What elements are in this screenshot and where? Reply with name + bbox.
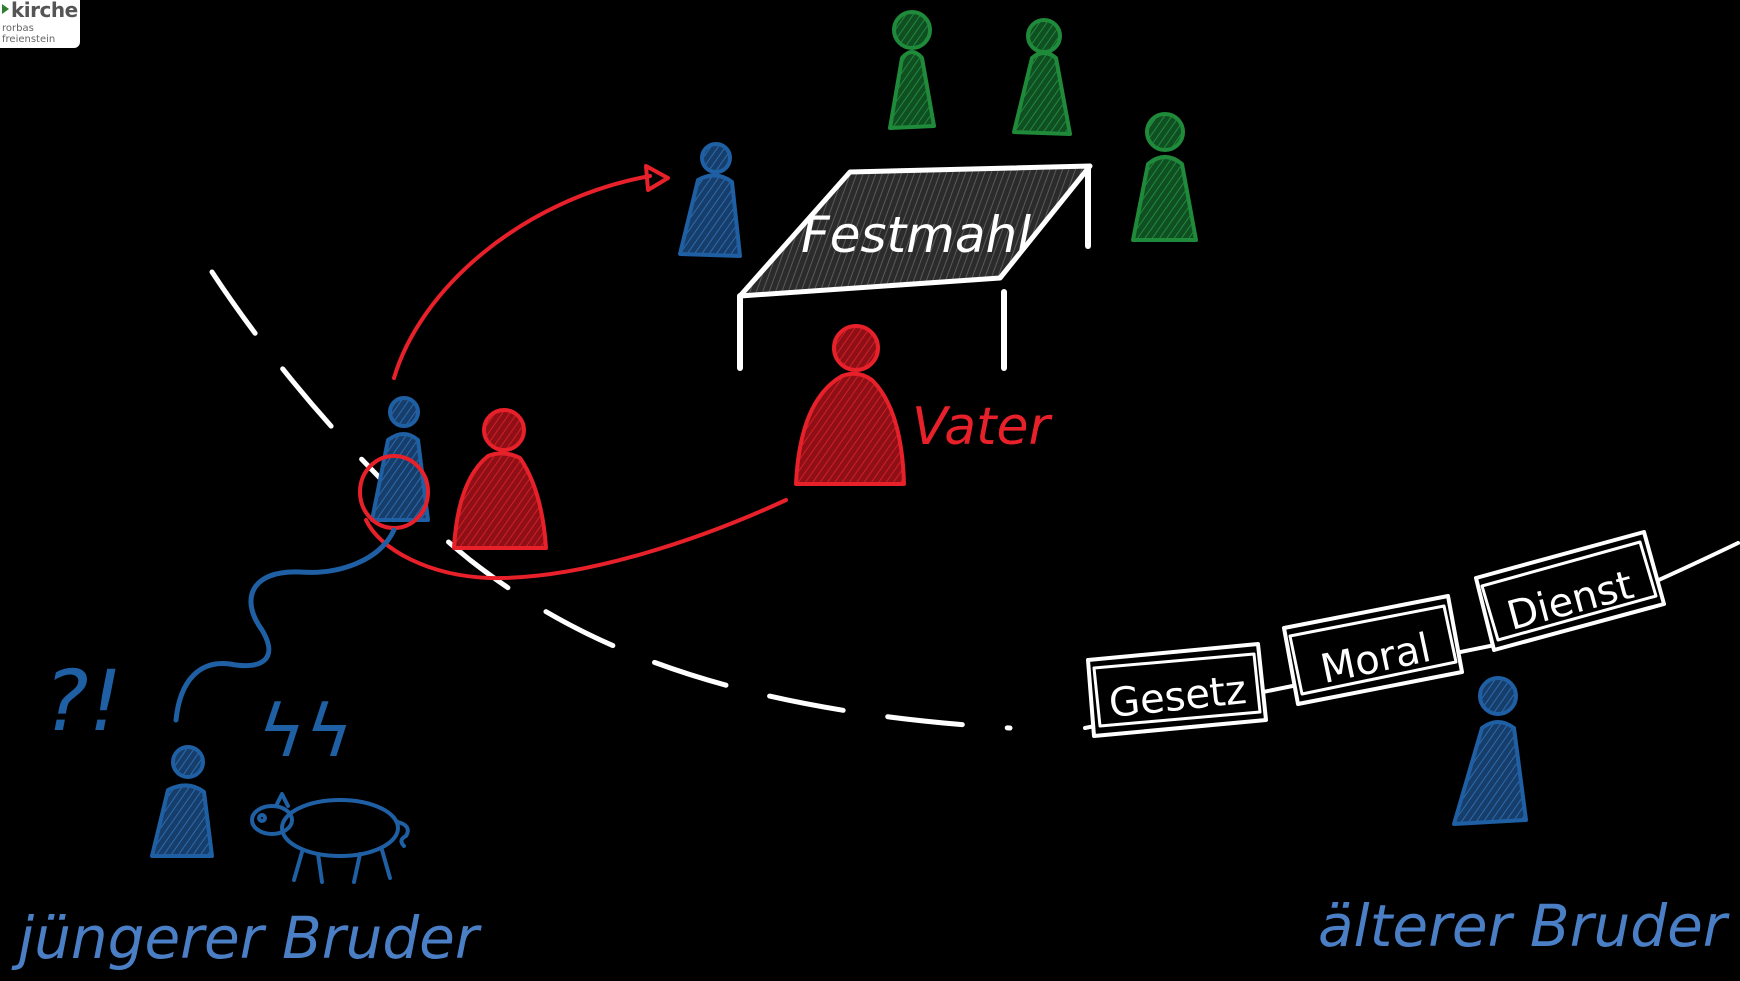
elder-brother-figure	[1452, 676, 1528, 826]
guest-figure	[1131, 112, 1198, 242]
church-logo: kirche rorbas freienstein	[0, 0, 80, 48]
father-embrace-figure	[452, 408, 548, 550]
pig-icon	[250, 792, 410, 884]
arrow-head-icon	[644, 164, 670, 192]
law-box	[1086, 642, 1268, 738]
younger-brother-figure	[150, 745, 214, 858]
returned-son-figure	[678, 142, 742, 258]
lightning-icon: ϟϟ	[258, 689, 353, 773]
morality-box	[1282, 594, 1464, 706]
label-younger-brother: jüngerer Bruder	[11, 904, 482, 972]
label-father: Vater	[912, 397, 1053, 457]
service-box	[1474, 530, 1666, 652]
father-figure	[794, 324, 906, 486]
logo-line-2: freienstein	[2, 34, 56, 45]
guest-figure	[888, 10, 936, 130]
label-elder-brother: älterer Bruder	[1318, 892, 1730, 960]
return-arrow	[392, 174, 652, 380]
logo-brand: kirche	[11, 0, 78, 22]
boundary-dashed-path	[209, 269, 1013, 731]
logo-mark-icon	[2, 4, 9, 14]
label-feast: Festmahl	[801, 206, 1031, 264]
wandering-path	[173, 527, 397, 723]
guest-figure	[1012, 18, 1072, 136]
father-run-line	[364, 498, 788, 581]
younger-brother-returning-figure	[370, 396, 430, 522]
question-exclaim-symbol: ?!	[44, 652, 122, 750]
logo-line-1: rorbas	[2, 23, 34, 34]
feast-table	[737, 163, 1093, 371]
